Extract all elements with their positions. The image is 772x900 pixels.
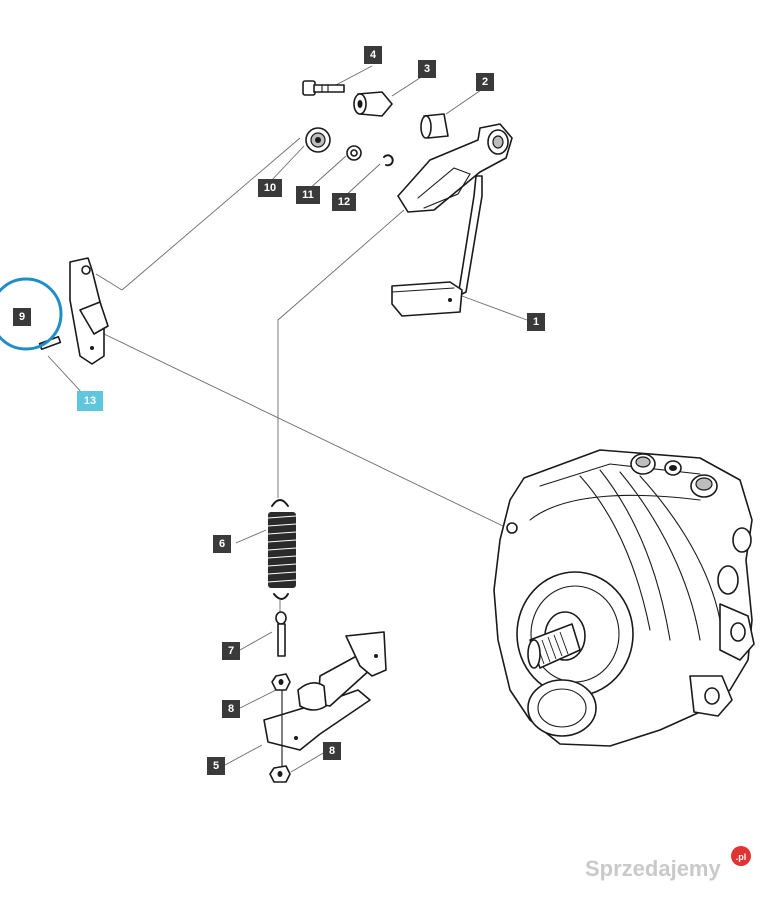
callout-12[interactable]: 12 — [332, 193, 356, 211]
callout-label: 6 — [219, 538, 225, 550]
watermark-badge-text: .pl — [736, 852, 747, 862]
circlip-part — [383, 154, 394, 167]
callout-label: 8 — [228, 703, 234, 715]
bolt-part — [302, 80, 345, 96]
bearing-part — [305, 127, 331, 153]
bracket-part — [38, 257, 109, 365]
callout-13[interactable]: 13 — [77, 391, 103, 411]
pedal-lever-part — [391, 123, 513, 317]
housing-bolts — [630, 453, 718, 498]
callout-9[interactable]: 9 — [13, 308, 31, 326]
callout-label: 12 — [338, 196, 350, 208]
callout-label: 5 — [213, 760, 219, 772]
watermark: Sprzedajemy .pl — [585, 846, 751, 881]
callout-label: 11 — [302, 189, 314, 201]
callout-6[interactable]: 6 — [213, 535, 231, 553]
leader-lines — [47, 65, 528, 773]
callout-5[interactable]: 5 — [207, 757, 225, 775]
nut-part-lower — [269, 765, 291, 783]
callout-7[interactable]: 7 — [222, 642, 240, 660]
callout-3[interactable]: 3 — [418, 60, 436, 78]
selection-ring — [0, 277, 63, 351]
transmission-housing-part — [493, 449, 755, 747]
callout-label: 13 — [84, 395, 96, 407]
washer-part — [346, 145, 362, 161]
callout-11[interactable]: 11 — [296, 186, 320, 204]
callout-label: 10 — [264, 182, 276, 194]
callout-label: 2 — [482, 76, 488, 88]
callout-1[interactable]: 1 — [527, 313, 545, 331]
callout-8-lower[interactable]: 8 — [323, 742, 341, 760]
spring-part — [267, 499, 297, 600]
eye-bolt-part — [275, 611, 287, 657]
callout-2[interactable]: 2 — [476, 73, 494, 91]
callout-label: 4 — [370, 49, 377, 61]
callout-label: 9 — [19, 311, 25, 323]
callout-label: 3 — [424, 63, 430, 75]
callout-4[interactable]: 4 — [364, 46, 382, 64]
nut-part-upper — [271, 673, 291, 691]
callout-label: 1 — [533, 316, 539, 328]
callout-label: 8 — [329, 745, 335, 757]
callout-label: 7 — [228, 645, 234, 657]
bushing-part — [420, 113, 449, 139]
callout-8-upper[interactable]: 8 — [222, 700, 240, 718]
watermark-badge — [731, 846, 751, 866]
mount-bracket-part — [263, 631, 387, 767]
watermark-text: Sprzedajemy — [585, 856, 721, 881]
sleeve-part — [353, 91, 393, 117]
callout-10[interactable]: 10 — [258, 179, 282, 197]
